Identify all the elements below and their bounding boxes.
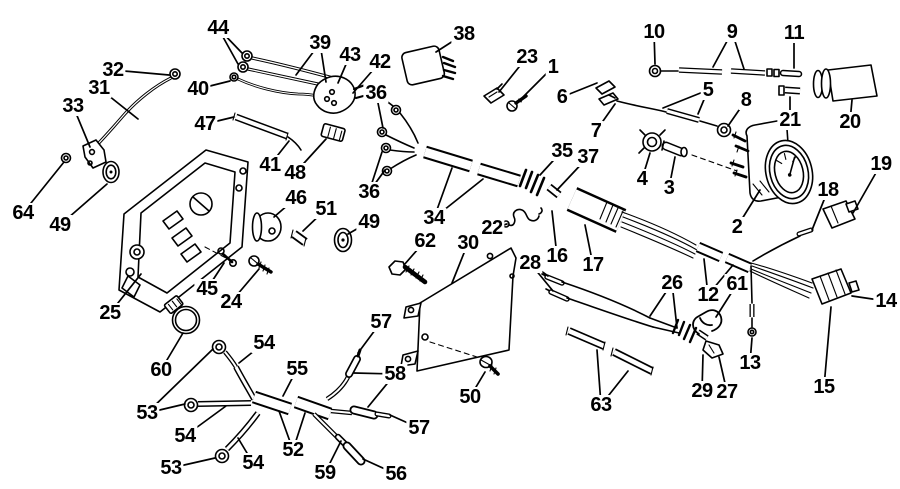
callout-46: 46 <box>283 187 309 209</box>
callout-32: 32 <box>100 59 126 81</box>
ground-wire-drawing <box>60 68 181 184</box>
callout-15: 15 <box>811 376 837 398</box>
callout-23: 23 <box>514 46 540 68</box>
callout-60: 60 <box>148 359 174 381</box>
callout-26: 26 <box>659 272 685 294</box>
callout-11: 11 <box>781 22 807 44</box>
callout-31: 31 <box>86 77 112 99</box>
callout-56: 56 <box>383 463 409 485</box>
callout-38: 38 <box>451 23 477 45</box>
callout-9: 9 <box>724 21 740 43</box>
callout-59: 59 <box>312 462 338 484</box>
callout-63: 63 <box>588 394 614 416</box>
callout-27: 27 <box>714 381 740 403</box>
leader-line-53 <box>146 348 214 414</box>
sender-wire-drawing <box>595 80 732 138</box>
leader-line-15 <box>823 306 832 388</box>
callout-36: 36 <box>363 82 389 104</box>
callout-41: 41 <box>257 154 283 176</box>
callout-57-2: 57 <box>406 417 432 439</box>
callout-34: 34 <box>421 207 447 229</box>
callout-55: 55 <box>284 358 310 380</box>
harness-connector-drawing <box>566 187 860 337</box>
callout-30: 30 <box>455 232 481 254</box>
callout-7: 7 <box>588 120 604 142</box>
callout-42: 42 <box>367 51 393 73</box>
callout-3: 3 <box>661 177 677 199</box>
shrink-tubes-drawing <box>565 326 654 376</box>
callout-52: 52 <box>280 439 306 461</box>
callout-36-2: 36 <box>356 181 382 203</box>
callout-33: 33 <box>60 95 86 117</box>
callout-28: 28 <box>517 252 543 274</box>
main-harness-drawing <box>376 104 562 199</box>
callout-39: 39 <box>307 32 333 54</box>
callout-43: 43 <box>337 44 363 66</box>
callout-50: 50 <box>457 386 483 408</box>
leader-line-5 <box>662 89 709 109</box>
control-box-drawing <box>118 149 353 335</box>
wire-clip-drawing <box>502 207 543 228</box>
callout-19: 19 <box>868 153 894 175</box>
terminal-screw-drawing <box>483 83 528 112</box>
callout-5: 5 <box>700 79 716 101</box>
callout-58: 58 <box>382 363 408 385</box>
callout-54-2: 54 <box>172 425 198 447</box>
lead-wire-pair-drawing <box>541 273 724 359</box>
callout-6: 6 <box>554 86 570 108</box>
callout-21: 21 <box>777 109 803 131</box>
bracket-plate-drawing <box>388 247 517 376</box>
callout-49: 49 <box>47 214 73 236</box>
callout-47: 47 <box>192 113 218 135</box>
callout-49-2: 49 <box>356 211 382 233</box>
callout-54-3: 54 <box>240 452 266 474</box>
callout-10: 10 <box>641 21 667 43</box>
callout-1: 1 <box>545 56 561 78</box>
callout-29: 29 <box>689 380 715 402</box>
callout-35: 35 <box>549 140 575 162</box>
callout-2: 2 <box>729 216 745 238</box>
callout-20: 20 <box>837 111 863 133</box>
callout-40: 40 <box>185 78 211 100</box>
callout-25: 25 <box>97 302 123 324</box>
callout-8: 8 <box>738 89 754 111</box>
callout-14: 14 <box>873 290 899 312</box>
relay-drawing <box>401 45 457 86</box>
callout-53-2: 53 <box>158 457 184 479</box>
callout-12: 12 <box>695 284 721 306</box>
callout-17: 17 <box>580 254 606 276</box>
callout-54: 54 <box>251 332 277 354</box>
sleeve-tube-drawing <box>232 112 346 151</box>
callout-18: 18 <box>815 179 841 201</box>
callout-61: 61 <box>724 273 750 295</box>
boot-drawing <box>778 64 878 102</box>
callout-37: 37 <box>575 146 601 168</box>
callout-62: 62 <box>412 230 438 252</box>
callout-51: 51 <box>313 198 339 220</box>
callout-13: 13 <box>737 352 763 374</box>
tachometer-gauge-drawing <box>729 120 814 205</box>
link-wire-drawing <box>648 64 803 78</box>
callout-22: 22 <box>479 217 505 239</box>
bulb-socket-drawing <box>638 129 738 172</box>
callout-24: 24 <box>218 291 244 313</box>
callout-64: 64 <box>10 202 36 224</box>
callout-44: 44 <box>205 17 231 39</box>
lead-wires-drawing <box>229 50 369 114</box>
callout-53: 53 <box>134 402 160 424</box>
callout-45: 45 <box>194 278 220 300</box>
callout-48: 48 <box>282 162 308 184</box>
callout-4: 4 <box>634 168 650 190</box>
callout-57: 57 <box>368 311 394 333</box>
callout-16: 16 <box>544 245 570 267</box>
